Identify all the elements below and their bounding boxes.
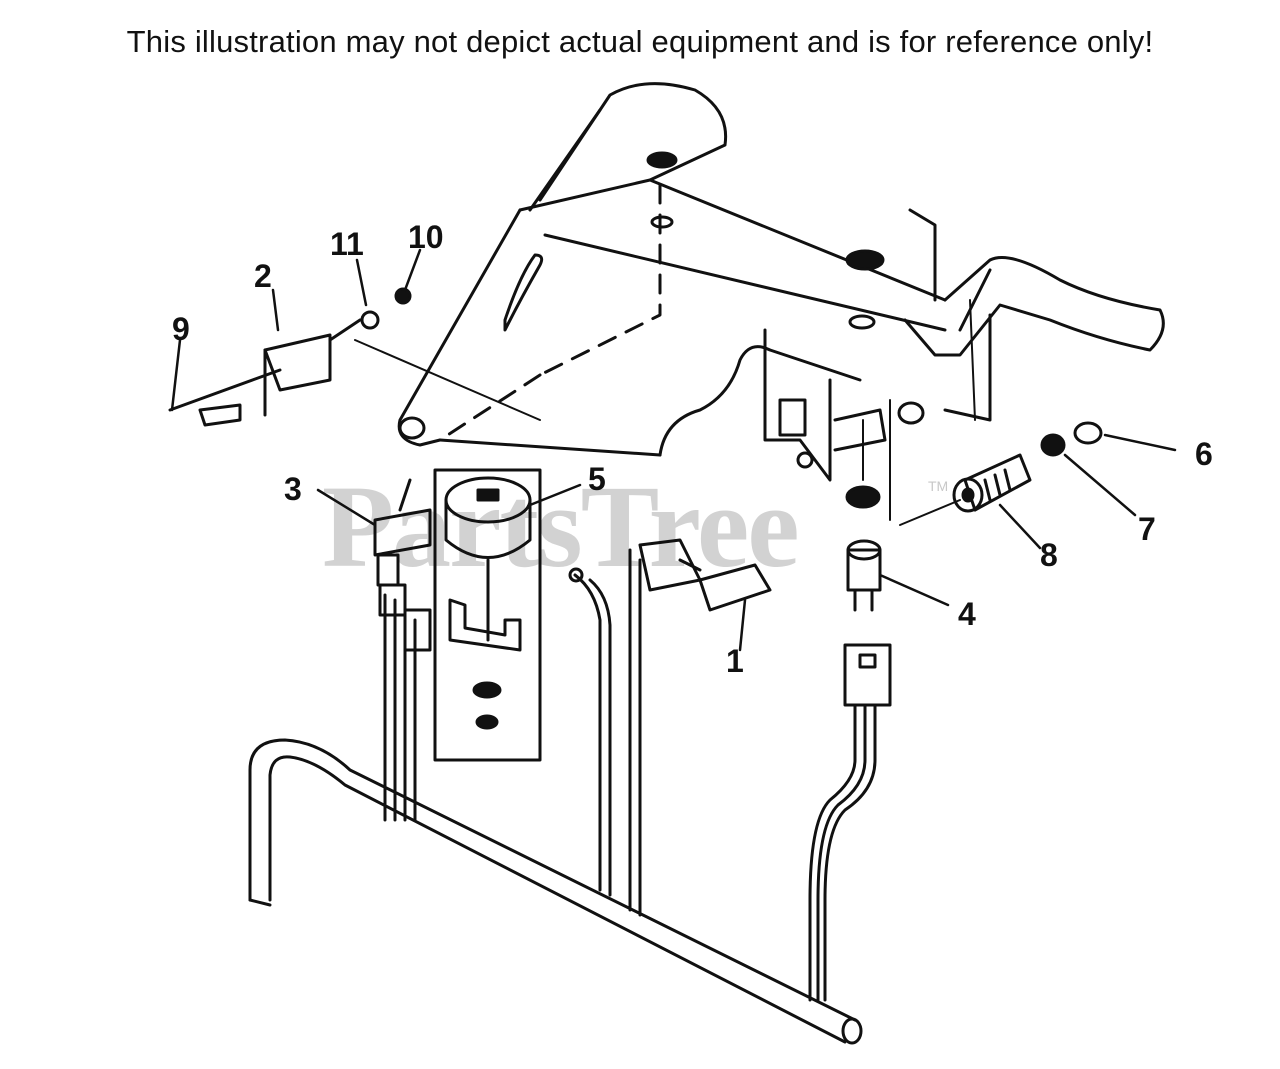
callout-7: 7: [1138, 511, 1156, 547]
part-4-key-switch: [808, 399, 892, 1002]
part-3-switch: [373, 478, 432, 822]
callout-1: 1: [726, 643, 744, 679]
callout-8: 8: [1040, 537, 1058, 573]
part-2-linkage: [168, 287, 541, 427]
partstree-watermark: PartsTree: [322, 461, 800, 592]
watermark-trademark: TM: [928, 478, 949, 494]
parts-6-7-8-hardware: [899, 421, 1103, 526]
wire-harness: [568, 548, 642, 917]
leader-lines: [170, 248, 1177, 652]
part-1-switch-bracket: [638, 328, 887, 612]
part-5-hour-meter: [433, 468, 542, 762]
lower-frame-tube: [248, 738, 863, 1045]
callout-9: 9: [172, 311, 190, 347]
callout-2: 2: [254, 258, 272, 294]
callout-6: 6: [1195, 436, 1213, 472]
callout-3: 3: [284, 471, 302, 507]
callout-11: 11: [330, 226, 364, 262]
handle-bracket: [397, 82, 1165, 457]
disclaimer-text: This illustration may not depict actual …: [126, 24, 1154, 59]
callout-4: 4: [958, 596, 976, 632]
callout-5: 5: [588, 461, 606, 497]
callout-10: 10: [408, 219, 444, 255]
